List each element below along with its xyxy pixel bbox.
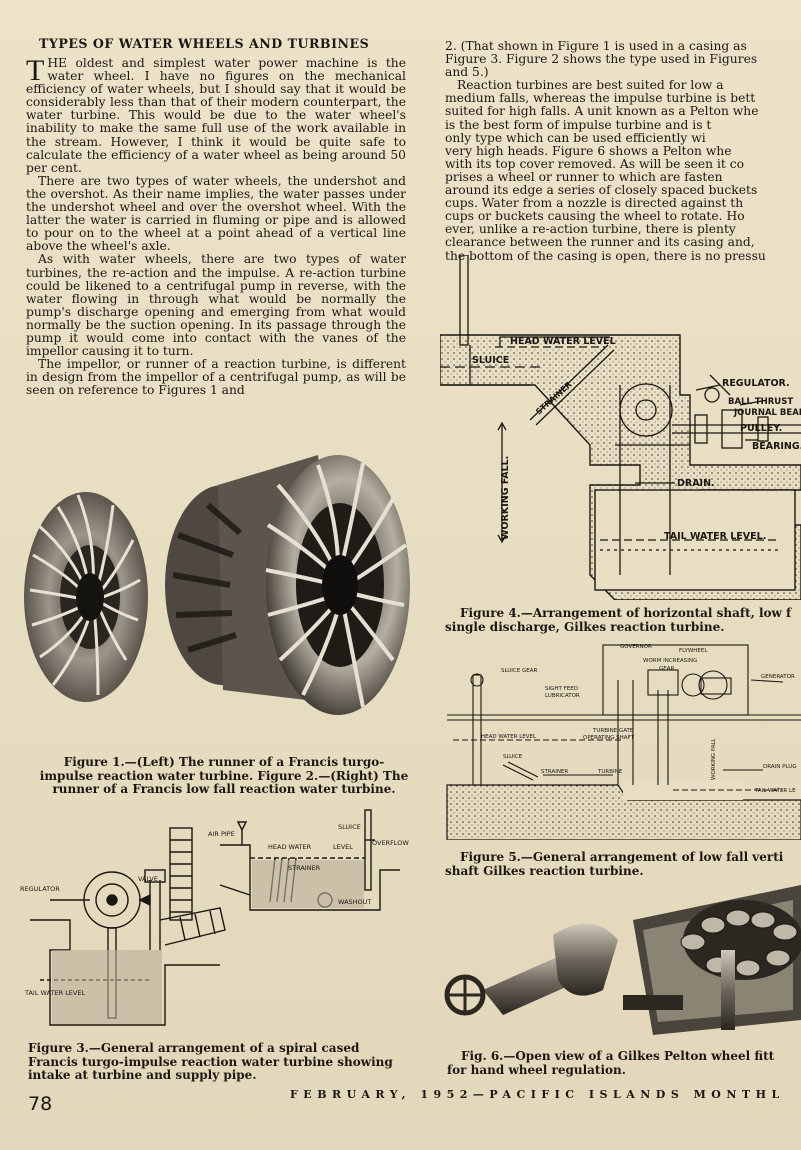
text-line: prises a wheel or runner to which are fa…	[445, 169, 723, 184]
svg-text:SLUICE: SLUICE	[338, 823, 361, 831]
svg-text:WORKING FALL.: WORKING FALL.	[500, 456, 511, 540]
text-line: and 5.)	[445, 65, 489, 80]
svg-text:HEAD WATER LEVEL: HEAD WATER LEVEL	[510, 336, 616, 347]
svg-text:TAIL WATER LEVEL: TAIL WATER LEVEL	[24, 989, 85, 997]
svg-text:TAIL WATER LE: TAIL WATER LE	[754, 788, 796, 794]
svg-text:BALL THRUST: BALL THRUST	[728, 397, 793, 407]
text-line: cups. Water from a nozzle is directed ag…	[445, 196, 744, 211]
caption-figure-5: Figure 5.—General arrangement of low fal…	[445, 851, 784, 878]
figure-5-diagram: GOVERNOR FLYWHEEL WORM INCREASING GEAR S…	[446, 644, 801, 840]
svg-text:LEVEL: LEVEL	[333, 843, 353, 851]
svg-text:PULLEY.: PULLEY.	[740, 423, 782, 434]
svg-text:JOURNAL BEAR: JOURNAL BEAR	[733, 408, 801, 418]
francis-runner-small	[24, 492, 148, 702]
svg-text:DRAIN PLUG: DRAIN PLUG	[763, 764, 796, 770]
svg-text:GEAR: GEAR	[659, 666, 674, 672]
svg-text:WORM INCREASING: WORM INCREASING	[643, 658, 697, 664]
svg-text:TURBINE: TURBINE	[597, 769, 623, 775]
svg-text:SLUICE: SLUICE	[472, 355, 509, 366]
caption-figure-3: Figure 3.—General arrangement of a spira…	[28, 1041, 393, 1082]
paragraph-3: As with water wheels, there are two type…	[26, 252, 406, 359]
text-line: suited for high falls. A unit known as a…	[445, 104, 759, 119]
text-line: around its edge a series of closely spac…	[445, 183, 758, 198]
svg-text:SIGHT FEED: SIGHT FEED	[545, 686, 578, 692]
text-line: clearance between the runner and its cas…	[445, 235, 755, 250]
text-line: only type which can be used efficiently …	[445, 130, 706, 145]
text-line: Figure 3. Figure 2 shows the type used i…	[445, 52, 758, 67]
svg-text:OVERFLOW: OVERFLOW	[372, 839, 409, 847]
svg-text:STRAINER: STRAINER	[288, 864, 321, 872]
text-line: ever, unlike a re-action turbine, there …	[445, 222, 736, 237]
right-column-text: 2. (That shown in Figure 1 is used in a …	[445, 40, 801, 263]
text-line: with its top cover removed. As will be s…	[445, 156, 745, 171]
svg-text:HEAD WATER LEVEL: HEAD WATER LEVEL	[481, 734, 537, 740]
text-line: Reaction turbines are best suited for lo…	[457, 78, 724, 93]
svg-text:OPERATING SHAFT: OPERATING SHAFT	[583, 735, 635, 741]
text-line: cups or buckets causing the wheel to rot…	[445, 209, 745, 224]
text-line: the bottom of the casing is open, there …	[445, 248, 766, 263]
svg-text:FLYWHEEL: FLYWHEEL	[679, 648, 708, 654]
page-number: 78	[28, 1093, 53, 1115]
svg-text:SLUICE: SLUICE	[503, 754, 523, 760]
figure-4-diagram: HEAD WATER LEVEL SLUICE STRAINER REGULAT…	[440, 255, 801, 600]
text-line: is the best form of impulse turbine and …	[445, 117, 712, 132]
caption-figure-6: Fig. 6.—Open view of a Gilkes Pelton whe…	[447, 1050, 775, 1077]
svg-text:DRAIN.: DRAIN.	[677, 478, 715, 489]
turbine-runners-photo	[24, 455, 410, 715]
caption-figure-1-2: Figure 1.—(Left) The runner of a Francis…	[39, 755, 409, 796]
svg-text:LUBRICATOR: LUBRICATOR	[545, 693, 580, 699]
page-footer: 78 FEBRUARY, 1952—PACIFIC ISLANDS MONTHL	[0, 1083, 801, 1123]
svg-text:TAIL WATER LEVEL.: TAIL WATER LEVEL.	[664, 531, 766, 542]
svg-text:REGULATOR: REGULATOR	[20, 885, 60, 893]
article-heading: TYPES OF WATER WHEELS AND TURBINES	[39, 36, 370, 51]
svg-text:HEAD WATER: HEAD WATER	[268, 843, 312, 851]
svg-text:WASHOUT: WASHOUT	[338, 898, 371, 906]
drop-cap: T	[26, 54, 45, 87]
paragraph-4: The impellor, or runner of a reaction tu…	[26, 357, 406, 398]
svg-text:SLUICE GEAR: SLUICE GEAR	[501, 668, 537, 674]
svg-text:STRAINER: STRAINER	[541, 769, 568, 775]
svg-text:WORKING FALL: WORKING FALL	[711, 738, 717, 780]
svg-text:GENERATOR: GENERATOR	[761, 674, 795, 680]
pelton-wheel-photo	[444, 885, 801, 1035]
svg-text:BEARING.: BEARING.	[752, 441, 801, 452]
caption-figure-4: Figure 4.—Arrangement of horizontal shaf…	[445, 607, 792, 634]
paragraph-2: There are two types of water wheels, the…	[26, 173, 406, 254]
francis-runner-large	[165, 455, 410, 715]
svg-text:REGULATOR.: REGULATOR.	[722, 378, 790, 389]
svg-text:AIR PIPE: AIR PIPE	[208, 830, 235, 838]
text-line: 2. (That shown in Figure 1 is used in a …	[445, 40, 747, 53]
running-title: FEBRUARY, 1952—PACIFIC ISLANDS MONTHL	[290, 1088, 785, 1101]
svg-text:TURBINE GATE: TURBINE GATE	[592, 728, 634, 734]
figure-3-diagram: AIR PIPE HEAD WATER LEVEL OVERFLOW SLUIC…	[20, 809, 409, 1026]
svg-text:GOVERNOR: GOVERNOR	[620, 644, 652, 650]
text-line: medium falls, whereas the impulse turbin…	[445, 91, 756, 106]
svg-text:VALVE: VALVE	[138, 875, 158, 883]
text-line: very high heads. Figure 6 shows a Pelton…	[445, 143, 732, 158]
